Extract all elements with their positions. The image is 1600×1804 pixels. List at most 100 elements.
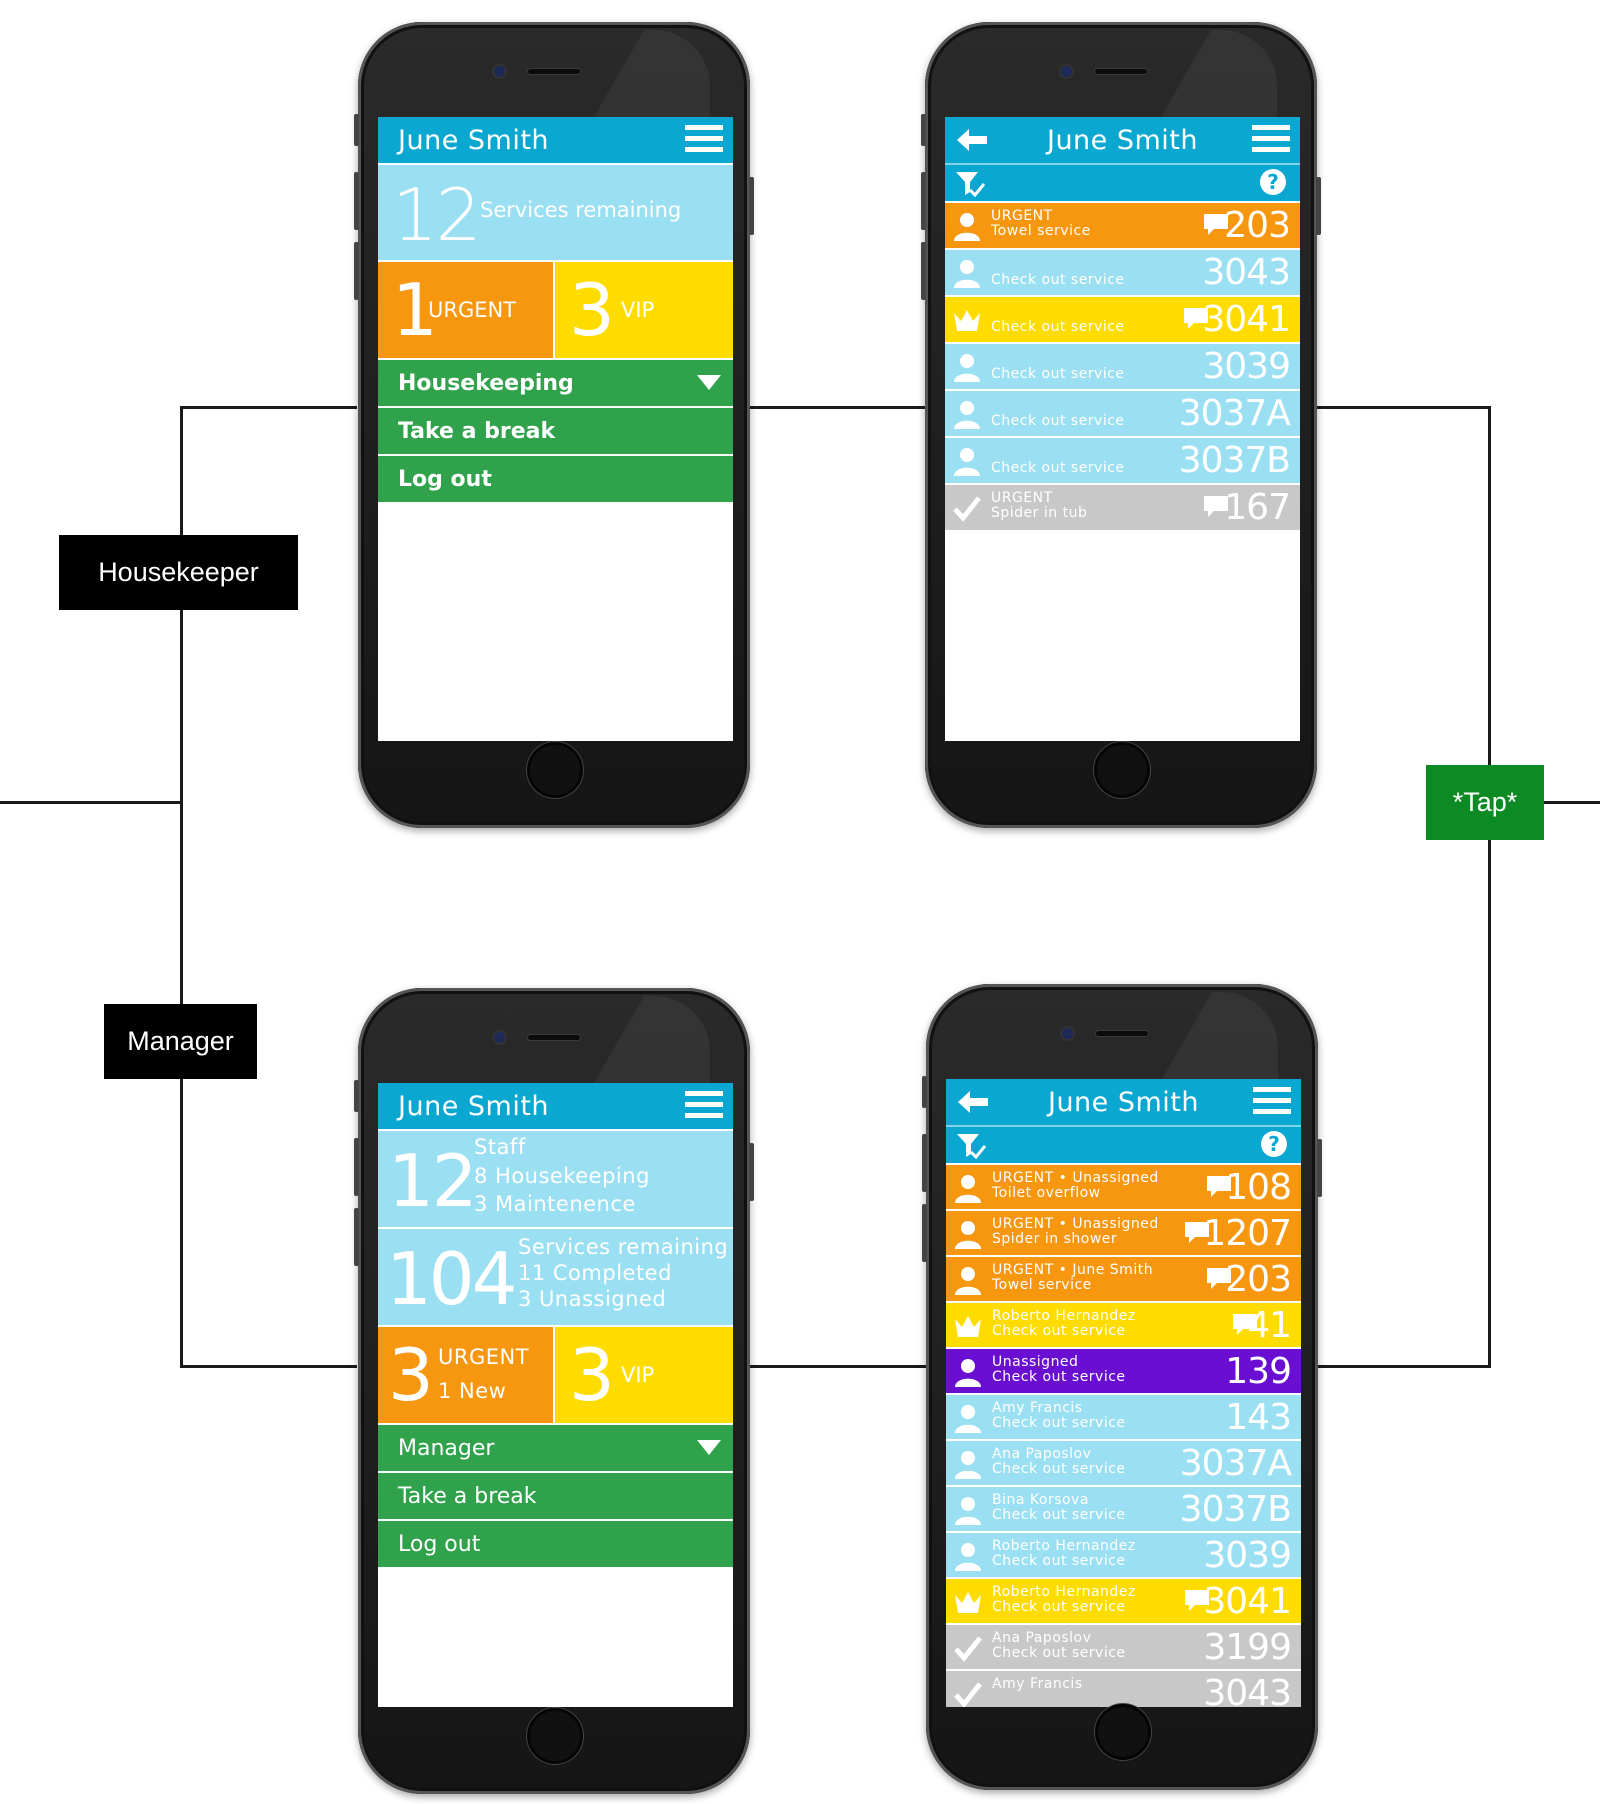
vip-label: VIP — [621, 298, 655, 322]
menu-item-log-out[interactable]: Log out — [378, 454, 733, 502]
row-service: Spider in tub — [991, 505, 1088, 521]
urgent-tile[interactable]: 3 URGENT 1 New — [378, 1327, 553, 1423]
menu-item-manager[interactable]: Manager — [378, 1423, 733, 1471]
menu-item-take-a-break[interactable]: Take a break — [378, 406, 733, 454]
room-number: 139 — [1225, 1351, 1292, 1392]
filter-icon[interactable] — [955, 170, 985, 198]
list-item[interactable]: Roberto Hernandez Check out service 3039 — [946, 1531, 1301, 1577]
row-service: Check out service — [992, 1323, 1126, 1339]
menu-item-label: Housekeeping — [398, 370, 574, 396]
checkmark-icon — [954, 1682, 982, 1707]
list-item[interactable]: Check out service 3037B — [945, 436, 1300, 483]
vip-tile[interactable]: 3 VIP — [555, 262, 733, 358]
row-service: Check out service — [992, 1507, 1126, 1523]
hamburger-menu-icon[interactable] — [1253, 1087, 1291, 1117]
comment-icon[interactable] — [1184, 308, 1208, 330]
vip-tile[interactable]: 3 VIP — [555, 1327, 733, 1423]
list-item[interactable]: Check out service 3037A — [945, 389, 1300, 436]
row-assignee: Ana Paposlov — [992, 1446, 1092, 1462]
row-status: URGENT • Unassigned — [992, 1170, 1159, 1186]
comment-icon[interactable] — [1185, 1222, 1209, 1244]
services-label: Services remaining — [480, 198, 682, 222]
menu-item-label: Take a break — [398, 418, 556, 444]
menu-item-log-out[interactable]: Log out — [378, 1519, 733, 1567]
crown-icon — [955, 1592, 981, 1613]
room-number: 143 — [1225, 1397, 1292, 1438]
comment-icon[interactable] — [1204, 496, 1228, 518]
row-assignee: Amy Francis — [992, 1400, 1083, 1416]
list-item[interactable]: Ana Paposlov Check out service 3199 — [946, 1623, 1301, 1669]
back-arrow-icon[interactable] — [957, 129, 987, 151]
checkmark-icon — [953, 496, 981, 522]
row-service: Spider in shower — [992, 1231, 1118, 1247]
comment-icon[interactable] — [1207, 1268, 1231, 1290]
row-status: URGENT • Unassigned — [992, 1216, 1159, 1232]
staff-tile[interactable]: 12 Staff 8 Housekeeping 3 Maintenence — [378, 1129, 733, 1227]
home-button[interactable] — [527, 1708, 583, 1764]
person-icon — [954, 213, 980, 241]
list-item[interactable]: Amy Francis 3043 — [946, 1669, 1301, 1707]
menu-item-label: Manager — [398, 1435, 495, 1461]
staff-maintenence: 3 Maintenence — [474, 1192, 636, 1216]
phone-manager-list: June Smith ? URGENT • Unassigned Toilet … — [922, 984, 1322, 1790]
user-name: June Smith — [398, 124, 550, 156]
screen: June Smith ? URGENT • Unassigned Toilet … — [946, 1079, 1301, 1707]
list-item[interactable]: URGENT • Unassigned Spider in shower 120… — [946, 1209, 1301, 1255]
row-service: Check out service — [992, 1599, 1126, 1615]
camera — [494, 66, 505, 77]
list-item[interactable]: Roberto Hernandez Check out service 41 — [946, 1301, 1301, 1347]
menu-item-label: Take a break — [398, 1483, 537, 1509]
room-number: 3041 — [1202, 299, 1291, 340]
help-icon[interactable]: ? — [1261, 1131, 1287, 1157]
chevron-down-icon[interactable] — [697, 375, 721, 390]
room-number: 3037A — [1179, 1443, 1292, 1484]
speaker — [528, 69, 580, 74]
services-unassigned: 3 Unassigned — [518, 1287, 667, 1311]
chevron-down-icon[interactable] — [697, 1440, 721, 1455]
room-number: 3041 — [1203, 1581, 1292, 1622]
urgent-tile[interactable]: 1 URGENT — [378, 262, 553, 358]
home-button[interactable] — [527, 742, 583, 798]
housekeeper-flow-label: Housekeeper — [59, 535, 298, 610]
room-number: 203 — [1224, 205, 1291, 246]
list-item[interactable]: Check out service 3043 — [945, 248, 1300, 295]
back-arrow-icon[interactable] — [958, 1091, 988, 1113]
list-item[interactable]: URGENT • Unassigned Toilet overflow 108 — [946, 1163, 1301, 1209]
filter-icon[interactable] — [956, 1132, 986, 1160]
list-item[interactable]: Check out service 3041 — [945, 295, 1300, 342]
row-status: URGENT • June Smith — [992, 1262, 1154, 1278]
list-item[interactable]: Amy Francis Check out service 143 — [946, 1393, 1301, 1439]
list-item[interactable]: URGENT • June Smith Towel service 203 — [946, 1255, 1301, 1301]
user-name: June Smith — [1046, 124, 1199, 156]
list-item[interactable]: Ana Paposlov Check out service 3037A — [946, 1439, 1301, 1485]
menu-item-label: Log out — [398, 1531, 481, 1557]
list-item[interactable]: Bina Korsova Check out service 3037B — [946, 1485, 1301, 1531]
comment-icon[interactable] — [1185, 1590, 1209, 1612]
row-service: Check out service — [991, 319, 1125, 335]
room-number: 3039 — [1203, 1535, 1292, 1576]
menu-item-take-a-break[interactable]: Take a break — [378, 1471, 733, 1519]
list-item[interactable]: Unassigned Check out service 139 — [946, 1347, 1301, 1393]
home-button[interactable] — [1095, 1704, 1151, 1760]
comment-icon[interactable] — [1204, 214, 1228, 236]
menu-item-housekeeping[interactable]: Housekeeping — [378, 358, 733, 406]
list-item[interactable]: Roberto Hernandez Check out service 3041 — [946, 1577, 1301, 1623]
person-icon — [954, 448, 980, 476]
comment-icon[interactable] — [1233, 1314, 1257, 1336]
help-icon[interactable]: ? — [1260, 169, 1286, 195]
hamburger-menu-icon[interactable] — [685, 125, 723, 155]
services-tile[interactable]: 104 Services remaining 11 Completed 3 Un… — [378, 1227, 733, 1325]
services-tile[interactable]: 12 Services remaining — [378, 163, 733, 260]
row-service: Check out service — [991, 272, 1125, 288]
person-icon — [954, 401, 980, 429]
user-name: June Smith — [1047, 1086, 1200, 1118]
comment-icon[interactable] — [1207, 1176, 1231, 1198]
list-item[interactable]: Check out service 3039 — [945, 342, 1300, 389]
home-button[interactable] — [1094, 742, 1150, 798]
room-number: 167 — [1224, 487, 1291, 528]
vip-count: 3 — [569, 268, 615, 352]
hamburger-menu-icon[interactable] — [1252, 125, 1290, 155]
hamburger-menu-icon[interactable] — [685, 1091, 723, 1121]
list-item[interactable]: URGENT Towel service 203 — [945, 201, 1300, 248]
list-item[interactable]: URGENT Spider in tub 167 — [945, 483, 1300, 530]
